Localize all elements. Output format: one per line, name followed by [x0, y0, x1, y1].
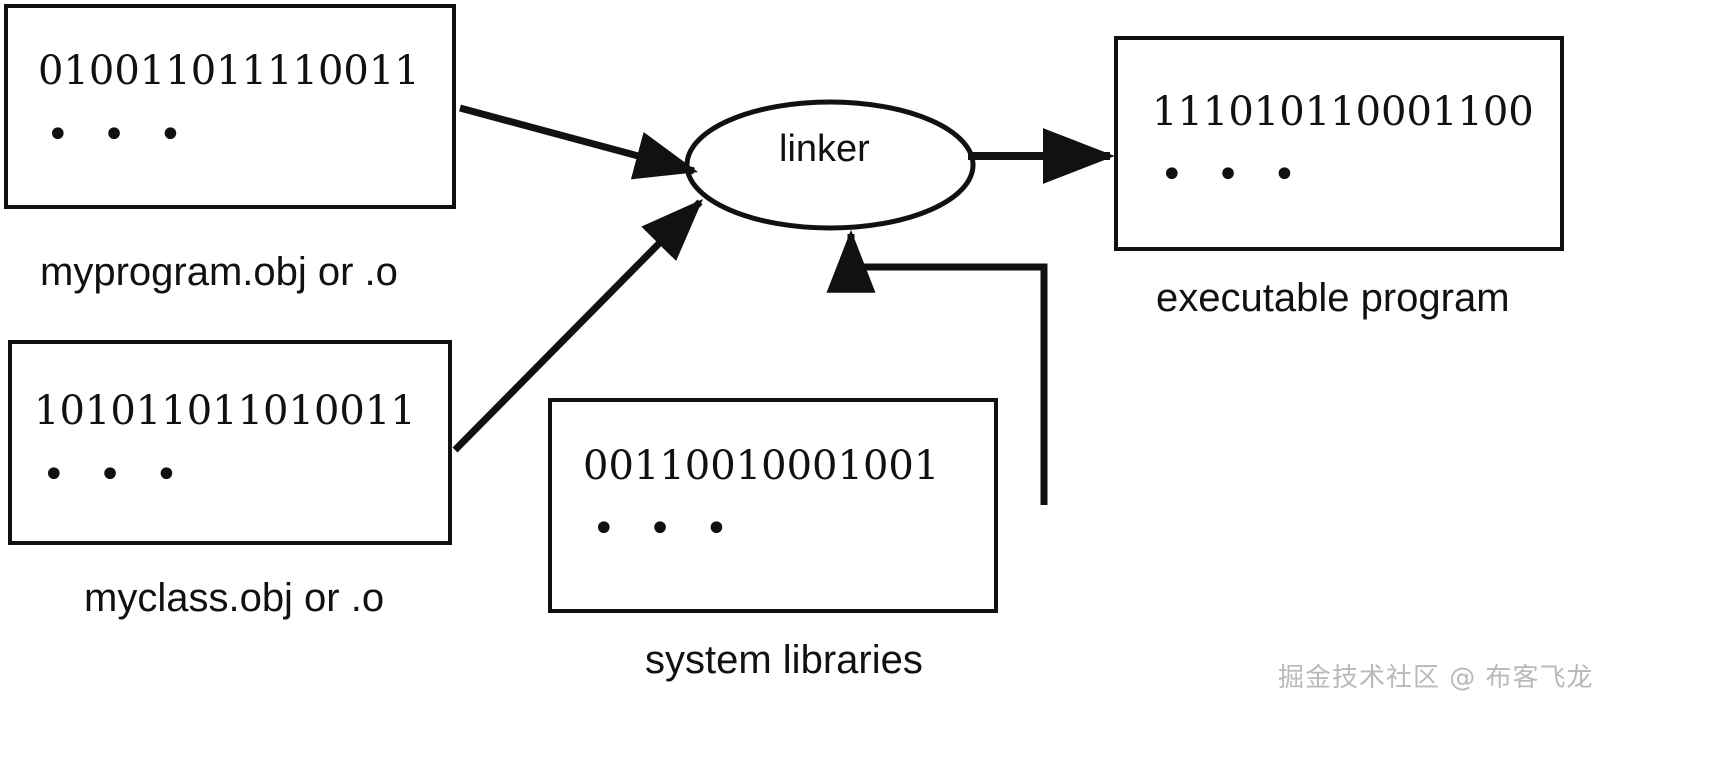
- executable-caption: executable program: [1156, 276, 1510, 320]
- system-libraries-caption: system libraries: [645, 638, 923, 682]
- linker-label: linker: [779, 128, 870, 170]
- watermark-text: 掘金技术社区 @ 布客飞龙: [1278, 663, 1594, 693]
- myprogram-ellipsis: • • •: [46, 112, 193, 158]
- myprogram-caption: myprogram.obj or .o: [40, 250, 398, 294]
- system-libraries-ellipsis: • • •: [592, 506, 739, 552]
- myclass-ellipsis: • • •: [42, 452, 189, 498]
- executable-ellipsis: • • •: [1160, 152, 1307, 198]
- myprogram-binary-text: 010011011110011: [38, 48, 420, 94]
- edge-myprogram-to-linker: [459, 104, 699, 180]
- myclass-binary-text: 101011011010011: [34, 388, 416, 434]
- node-system-libraries: [548, 398, 998, 613]
- node-myprogram-obj: [4, 4, 456, 209]
- myclass-caption: myclass.obj or .o: [84, 576, 385, 620]
- system-libraries-binary-text: 00110010001001: [583, 443, 940, 489]
- edge-myclass-to-linker: [452, 199, 703, 453]
- node-myclass-obj: [8, 340, 452, 545]
- node-executable-program: [1114, 36, 1564, 251]
- edge-syslibs-to-linker: [826, 229, 1048, 505]
- executable-binary-text: 111010110001100: [1152, 89, 1534, 135]
